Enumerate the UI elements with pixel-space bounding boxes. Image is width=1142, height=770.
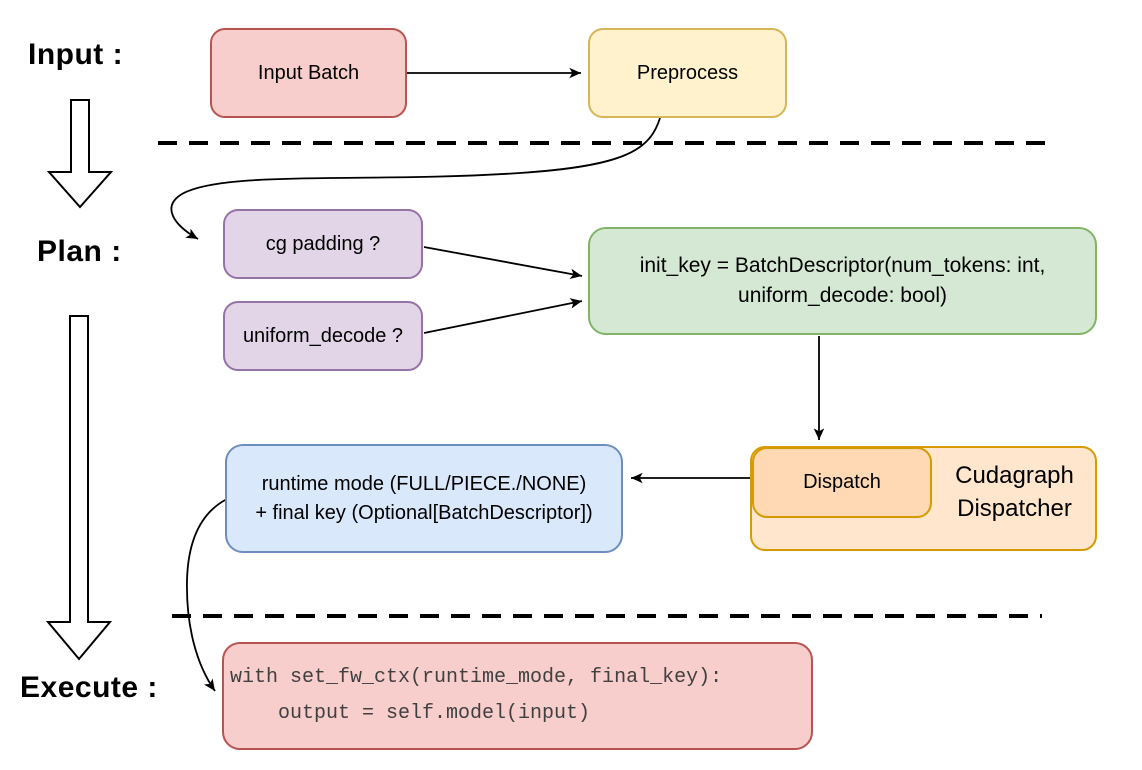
- execute-code-node: with set_fw_ctx(runtime_mode, final_key)…: [222, 642, 813, 750]
- runtime-mode-line2: + final key (Optional[BatchDescriptor]): [255, 501, 593, 524]
- code-line2: output = self.model(input): [230, 702, 591, 725]
- edge-cgpadding-initkey: [423, 246, 583, 280]
- runtime-mode-node: runtime mode (FULL/PIECE./NONE) + final …: [225, 444, 623, 553]
- input-batch-label: Input Batch: [257, 61, 360, 84]
- edge-uniformdecode-initkey: [423, 298, 583, 334]
- edge-preprocess-cgpadding: [170, 117, 661, 240]
- input-stage-label: Input :: [28, 38, 124, 71]
- cg-padding-node: cg padding ?: [223, 209, 423, 279]
- plan-to-execute-arrow: [45, 315, 113, 661]
- preprocess-label: Preprocess: [636, 61, 739, 84]
- input-to-plan-arrow: [46, 99, 114, 209]
- code-line1: with set_fw_ctx(runtime_mode, final_key)…: [230, 666, 723, 689]
- input-batch-node: Input Batch: [210, 28, 407, 118]
- init-key-line1: init_key = BatchDescriptor(num_tokens: i…: [639, 253, 1046, 277]
- dispatch-node: Dispatch: [752, 447, 932, 518]
- cg-padding-label: cg padding ?: [265, 232, 381, 255]
- init-key-line2: uniform_decode: bool): [738, 284, 947, 307]
- init-key-node: init_key = BatchDescriptor(num_tokens: i…: [588, 227, 1097, 335]
- uniform-decode-label: uniform_decode ?: [242, 324, 404, 347]
- dispatcher-line: Dispatcher: [957, 495, 1072, 522]
- dispatch-label: Dispatch: [803, 471, 881, 493]
- execute-stage-label: Execute :: [20, 671, 158, 704]
- edge-runtimemode-execute: [186, 498, 228, 692]
- runtime-mode-line1: runtime mode (FULL/PIECE./NONE): [261, 472, 587, 495]
- cudagraph-dispatcher-label: Cudagraph Dispatcher: [932, 459, 1097, 525]
- uniform-decode-node: uniform_decode ?: [223, 301, 423, 371]
- cudagraph-line: Cudagraph: [955, 462, 1074, 489]
- plan-stage-label: Plan :: [37, 235, 122, 268]
- preprocess-node: Preprocess: [588, 28, 787, 118]
